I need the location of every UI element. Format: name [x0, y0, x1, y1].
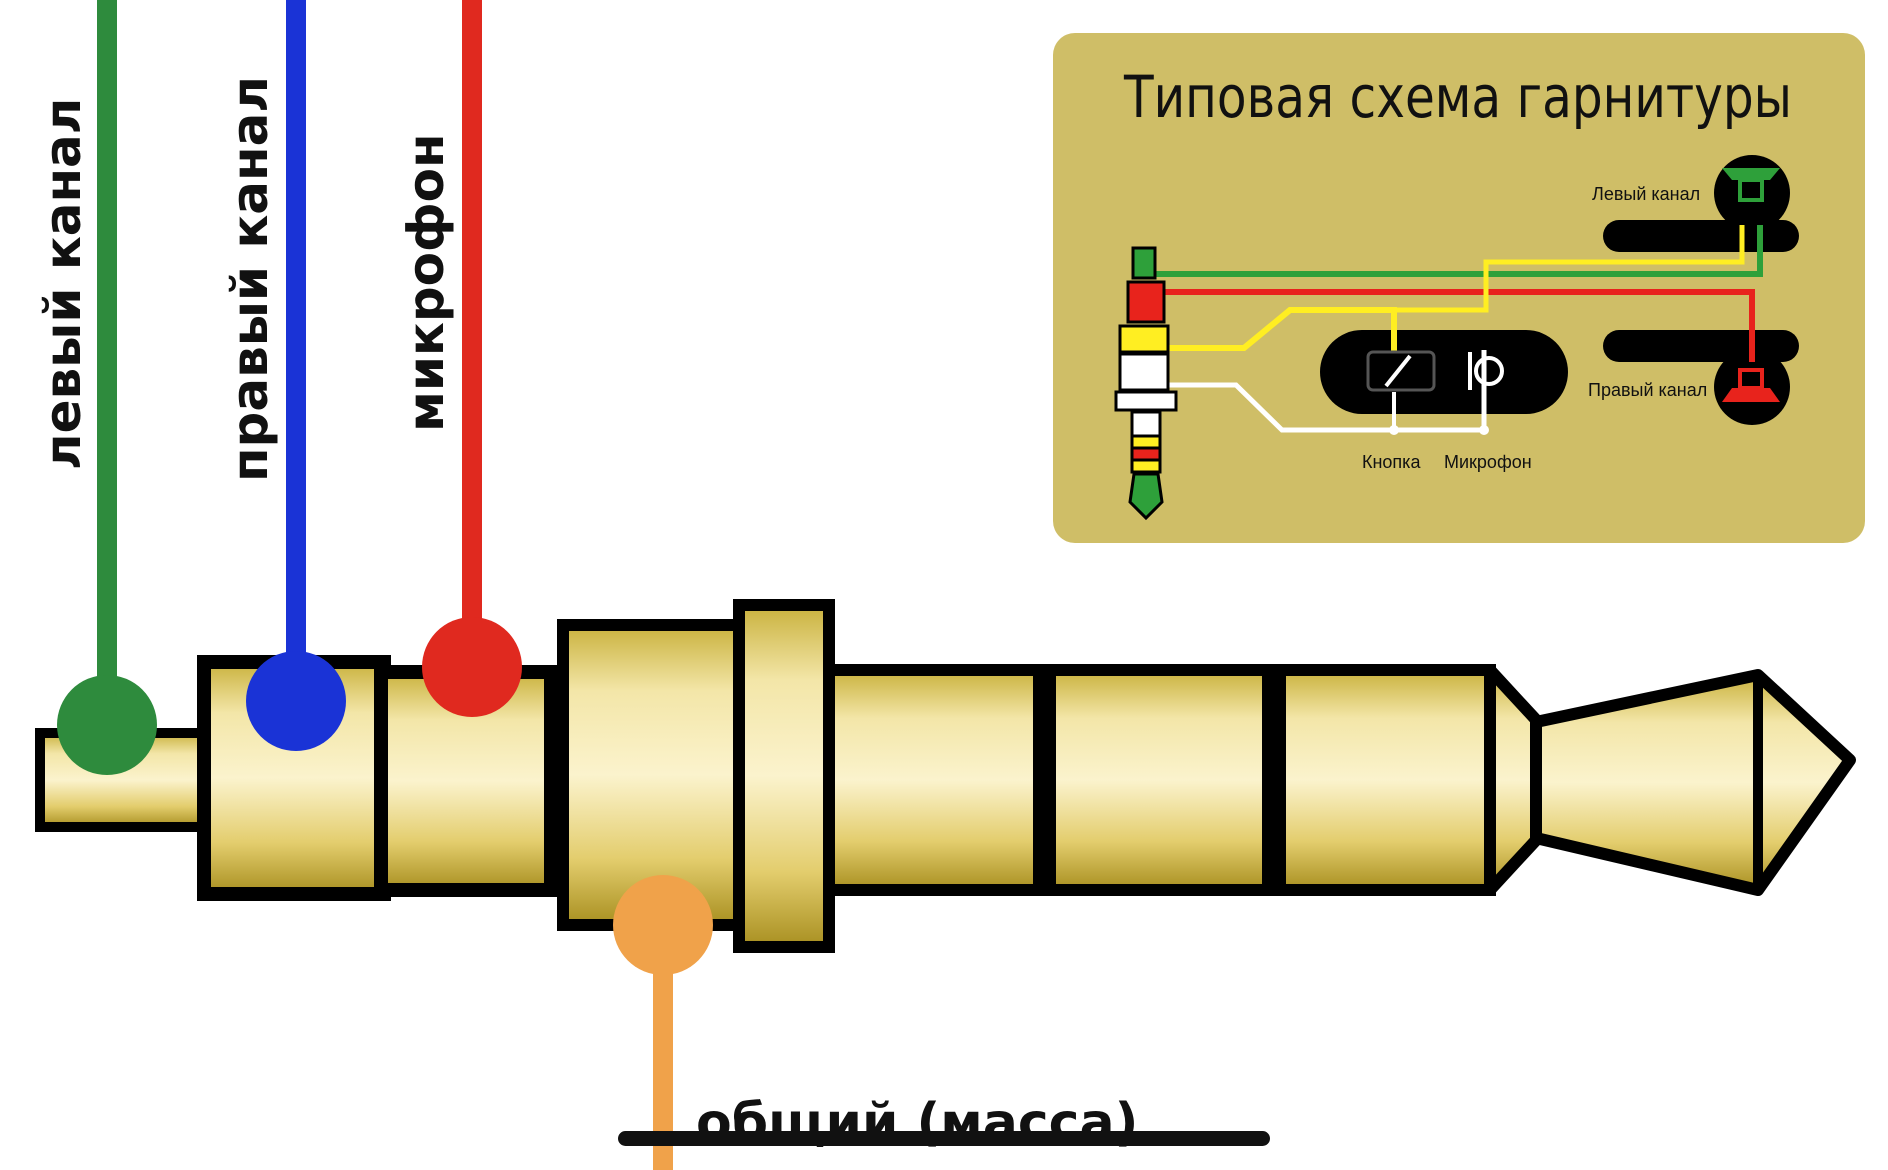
right-speaker-icon	[1722, 368, 1780, 402]
remote-module	[1320, 330, 1568, 414]
plug-ring-ground	[823, 664, 1045, 896]
panel-label-right-channel: Правый канал	[1588, 380, 1707, 400]
panel-wire-yellow-mic	[1290, 225, 1745, 313]
panel-label-button: Кнопка	[1362, 452, 1421, 472]
plug-insulator-2	[1266, 668, 1282, 892]
wire-microphone	[422, 0, 522, 717]
contact-dot-orange	[613, 875, 713, 975]
label-left-channel: левый канал	[34, 98, 92, 470]
wire-left-channel	[57, 0, 157, 775]
home-indicator	[618, 1131, 1270, 1146]
left-speaker-icon	[1722, 168, 1780, 202]
contact-dot-red	[422, 617, 522, 717]
panel-label-left-channel: Левый канал	[1592, 184, 1700, 204]
contact-dot-green	[57, 675, 157, 775]
contact-dot-blue	[246, 651, 346, 751]
microphone-icon	[1468, 352, 1504, 435]
mini-plug-icon	[1114, 246, 1178, 521]
panel-background	[1053, 33, 1865, 543]
wire-ground	[613, 875, 713, 1170]
button-switch-icon	[1366, 350, 1436, 435]
label-microphone: микрофон	[397, 134, 455, 433]
panel-wire-red	[1152, 289, 1755, 362]
plug-ring-right	[1274, 664, 1496, 896]
panel-wire-white	[1166, 350, 1487, 433]
panel-title: Типовая схема гарнитуры	[1123, 63, 1792, 131]
wire-right-channel	[246, 0, 346, 751]
label-right-channel: правый канал	[221, 76, 279, 482]
plug-flange	[733, 599, 835, 953]
panel-label-microphone: Микрофон	[1444, 452, 1532, 472]
headset-scheme-panel: Типовая схема гарнитуры	[1053, 33, 1865, 543]
plug-ring-mic	[1044, 664, 1274, 896]
plug-tip	[1530, 669, 1856, 896]
plug-insulator-1	[1038, 668, 1054, 892]
panel-wire-green	[1152, 225, 1763, 277]
